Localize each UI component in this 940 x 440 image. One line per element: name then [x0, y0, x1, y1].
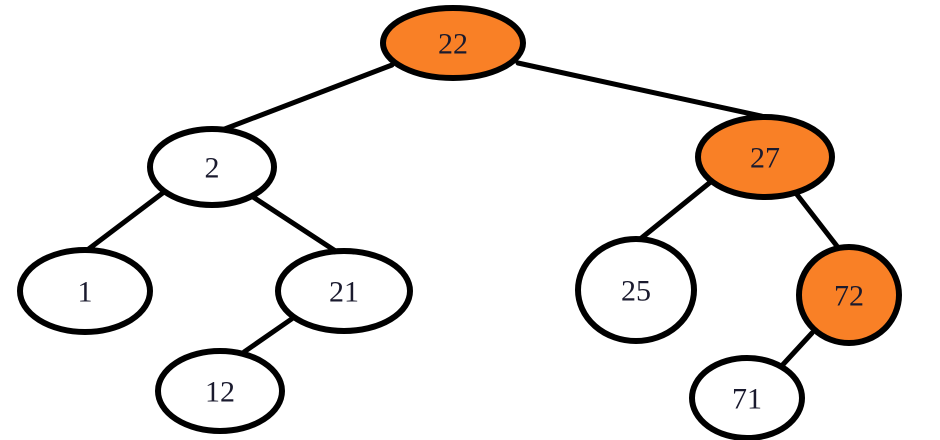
tree-edge: [83, 189, 167, 254]
node-shape[interactable]: [155, 348, 285, 434]
tree-node[interactable]: 27: [695, 114, 835, 200]
tree-edge: [247, 192, 340, 255]
node-shape[interactable]: [17, 247, 153, 335]
tree-node[interactable]: 72: [796, 244, 902, 346]
tree-node[interactable]: 1: [17, 247, 153, 335]
edges-layer: [83, 60, 843, 374]
tree-edge: [792, 189, 843, 253]
node-shape-highlighted[interactable]: [380, 5, 526, 81]
node-shape[interactable]: [575, 236, 697, 344]
node-shape-highlighted[interactable]: [695, 114, 835, 200]
tree-node[interactable]: 21: [275, 248, 413, 334]
tree-node[interactable]: 2: [147, 126, 277, 208]
node-shape[interactable]: [147, 126, 277, 208]
tree-node[interactable]: 12: [155, 348, 285, 434]
node-shape[interactable]: [275, 248, 413, 334]
tree-edge: [241, 315, 296, 355]
tree-node[interactable]: 22: [380, 5, 526, 81]
tree-edge: [219, 62, 395, 133]
tree-edge: [515, 60, 773, 121]
node-shape[interactable]: [689, 355, 805, 440]
node-shape-highlighted[interactable]: [796, 244, 902, 346]
tree-node[interactable]: 71: [689, 355, 805, 440]
tree-edge: [636, 177, 716, 243]
tree-node[interactable]: 25: [575, 236, 697, 344]
